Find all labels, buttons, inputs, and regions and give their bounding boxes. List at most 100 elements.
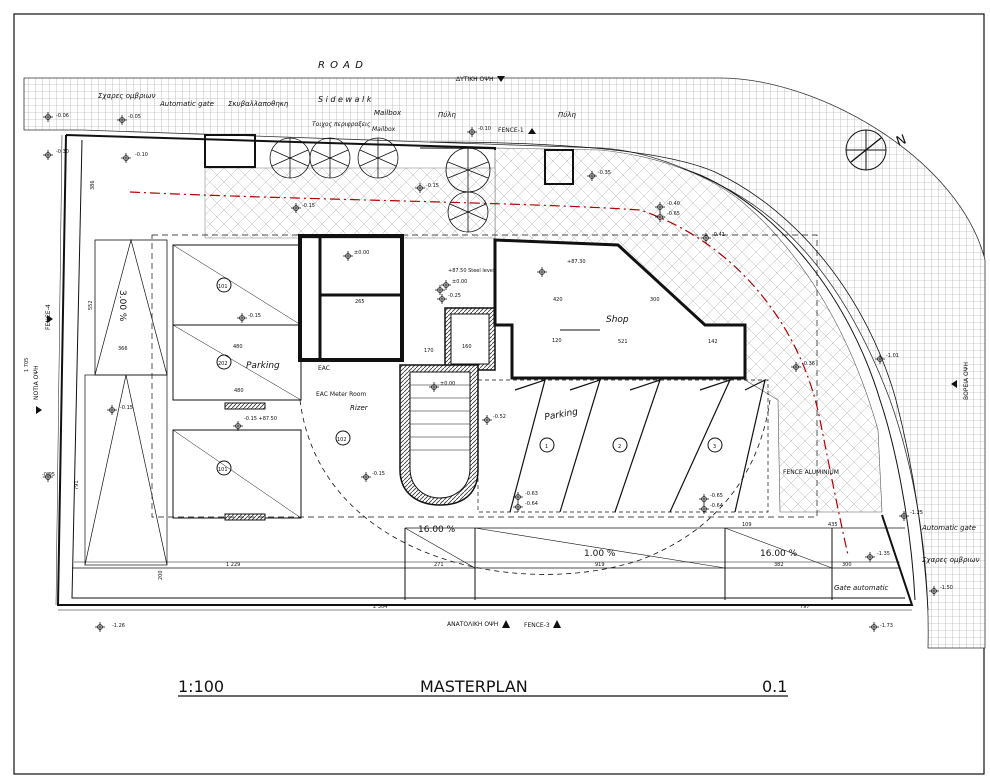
level-marker-cross [43,472,53,482]
north-view-marker-icon [951,380,957,388]
level-marker-cross [117,115,127,125]
lift-car [450,313,490,365]
svg-text:-0.15: -0.15 [372,471,385,477]
level-values: -0.06 -0.30 -0.10 -0.15 -0.15 -0.95 -0.1… [42,113,953,629]
slope-arrows [404,527,833,569]
svg-text:202: 202 [218,361,228,367]
svg-text:142: 142 [708,339,718,345]
wall-block [224,513,266,521]
axis-line [129,191,849,556]
plot-boundary [56,134,914,606]
parking-angled [509,378,766,513]
svg-text:366: 366 [118,346,128,352]
svg-text:-0.06: -0.06 [56,113,69,119]
dim-line-left [55,134,63,606]
svg-text:±0.00: ±0.00 [452,279,467,285]
level-marker-cross [699,504,709,514]
level-marker-cross [513,502,523,512]
svg-text:-0.63: -0.63 [525,491,538,497]
ramp-lower-lines [84,374,168,566]
curb-line-inner [429,141,929,611]
east-view-marker-icon [502,620,510,628]
slope-ramp: 3.00 % [117,290,127,322]
courtyard-paving [494,147,883,513]
svg-text:-0.35: -0.35 [598,170,611,176]
svg-text:521: 521 [618,339,628,345]
level-marker-cross [587,171,597,181]
svg-text:-0.65: -0.65 [667,211,680,217]
fence4-marker-icon [47,315,53,323]
level-markers [43,112,939,632]
svg-text:-0.15 +87.50: -0.15 +87.50 [244,416,277,422]
svg-text:1 705: 1 705 [24,358,30,372]
svg-text:±0.00: ±0.00 [354,250,369,256]
perimeter-wall-label: Τοιχος περιφραξεις [312,121,371,128]
shop-level: +87.30 [567,259,586,265]
svg-text:-0.15: -0.15 [120,405,133,411]
svg-text:-0.95: -0.95 [42,472,55,478]
svg-text:-1.73: -1.73 [880,623,893,629]
svg-text:109: 109 [742,522,752,528]
svg-text:435: 435 [828,522,838,528]
svg-text:480: 480 [233,344,243,350]
svg-text:-0.52: -0.52 [493,414,506,420]
east-view-label: ΑΝΑΤΟΛΙΚΗ ΟΨΗ [447,621,498,628]
svg-text:-0.25: -0.25 [448,293,461,299]
parking-zone-right [477,379,769,513]
svg-text:-1.25: -1.25 [910,510,923,516]
svg-text:480: 480 [234,388,244,394]
level-marker-cross [237,313,247,323]
svg-text:-0.64: -0.64 [525,501,538,507]
auto-gate-right: Automatic gate [921,524,976,532]
level-marker-cross [43,150,53,160]
north-arrow-icon [845,129,887,171]
svg-text:101: 101 [218,467,228,473]
south-view-label: ΝΟΤΙΑ ΟΨΗ [33,365,40,400]
eac-room-label: EAC Meter Room [316,391,366,398]
level-marker-cross [107,405,117,415]
steel-level: +87.50 Steel level [448,268,494,274]
ramp-lines [94,238,168,376]
svg-text:-0.15: -0.15 [302,203,315,209]
fence3-marker-icon [553,620,561,628]
pyli-label-2: Πύλη [558,111,576,119]
svg-text:-0.65: -0.65 [710,493,723,499]
fence3-label: FENCE-3 [524,622,550,629]
svg-text:3: 3 [713,444,716,450]
ramp-left [94,239,168,376]
svg-text:-0.05: -0.05 [128,114,141,120]
level-marker-cross [95,622,105,632]
scale-label: 1:100 [178,677,224,696]
west-view-marker-icon [497,76,505,82]
plot-inner [71,139,905,599]
level-marker-cross [361,472,371,482]
svg-text:919: 919 [595,562,605,568]
sheet-number: 0.1 [762,677,787,696]
svg-text:552: 552 [88,300,94,310]
svg-text:300: 300 [842,562,852,568]
svg-text:120: 120 [552,338,562,344]
level-marker-cross [435,285,445,295]
svg-text:-0.40: -0.40 [667,201,680,207]
level-marker-cross [467,127,477,137]
footprint-dashed [151,234,818,518]
parking-right-label: Parking [544,407,579,423]
level-marker-cross [537,267,547,277]
svg-text:-1.26: -1.26 [112,623,125,629]
svg-text:-0.30: -0.30 [56,149,69,155]
front-paving [204,167,496,239]
rain-grates-right: Σχαρες ομβριων [922,556,980,564]
fence-aluminium-label: FENCE ALUMINIUM [783,469,839,476]
rizer-label: Rizer [350,404,369,412]
svg-text:386: 386 [90,180,96,190]
svg-text:271: 271 [434,562,444,568]
svg-text:1: 1 [545,444,548,450]
north-letter: N [894,132,908,149]
mailbox-label: Mailbox [374,109,402,117]
svg-text:-0.15: -0.15 [248,313,261,319]
level-marker-cross [343,251,353,261]
west-view-label: ΔΥΤΙΚΗ ΟΨΗ [456,76,494,83]
south-view-marker-icon [36,406,42,414]
svg-text:2 304: 2 304 [373,604,387,610]
pyli-label-1: Πύλη [438,111,456,119]
